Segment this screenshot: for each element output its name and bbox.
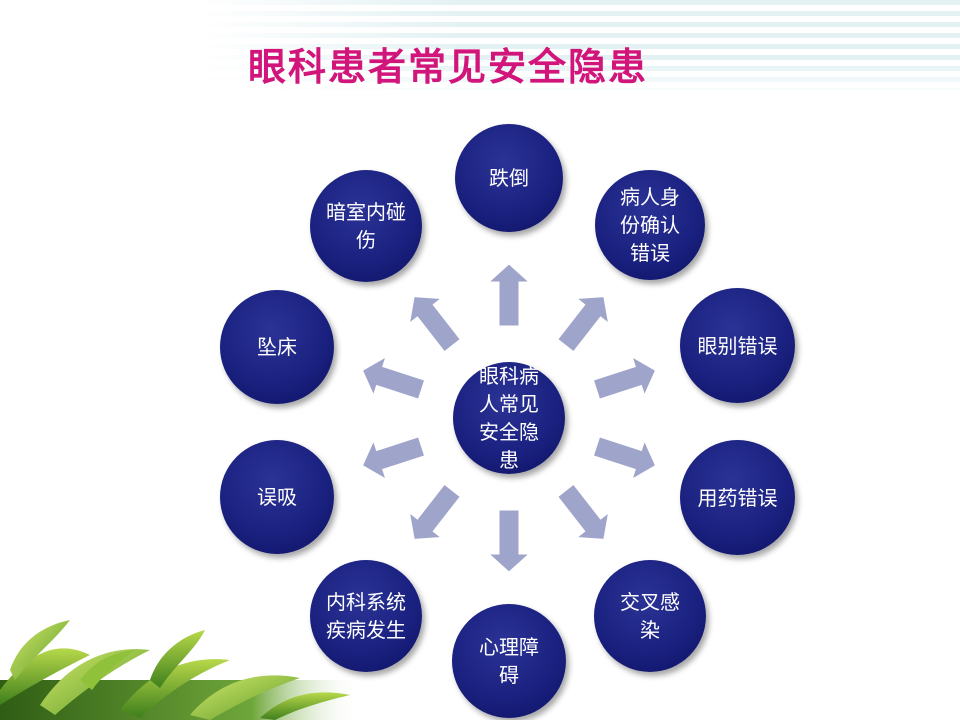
node-center: 眼科病人常见安全隐患 [453,362,565,474]
node-medication-error: 用药错误 [680,440,795,555]
arrow-medication [592,436,657,481]
leaves-decoration [0,620,360,720]
arrow-identity [557,296,610,353]
arrow-infection [557,483,610,540]
arrow-aspiration [361,436,426,481]
node-fall: 跌倒 [455,124,563,232]
arrow-bed-fall [361,355,426,400]
node-aspiration: 误吸 [220,440,334,554]
arrow-darkroom [408,296,461,353]
node-bed-fall: 坠床 [220,290,334,404]
node-darkroom-injury: 暗室内碰伤 [310,170,422,282]
node-identity-error: 病人身份确认错误 [595,170,705,280]
node-internal-disease: 内科系统疾病发生 [310,560,422,672]
node-psychological-disorder: 心理障碍 [452,604,566,718]
arrow-eye-side [592,355,657,400]
node-cross-infection: 交叉感染 [594,560,706,672]
node-eye-side-error: 眼别错误 [680,288,795,403]
slide-title: 眼科患者常见安全隐患 [248,45,649,89]
arrow-fall [487,263,531,327]
arrow-internal [408,483,461,540]
arrow-psych [487,509,531,573]
header-fade [0,0,960,100]
